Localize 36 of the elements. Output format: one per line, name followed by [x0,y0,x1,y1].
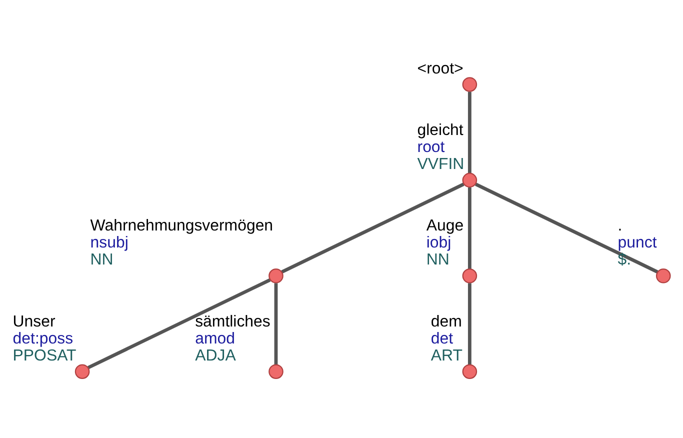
node-label: root [417,138,445,156]
node-circle [656,268,671,283]
connector [468,186,472,268]
node-label: det [430,330,454,347]
node-label: ART [430,346,463,364]
node-label: . [618,217,622,234]
node-label: PPOSAT [12,346,76,364]
node-label: Auge [426,217,464,234]
node-label: sämtliches [195,312,270,330]
node-label: Unser [12,312,56,330]
node-label: NN [90,251,114,268]
node-label: amod [195,330,235,347]
node-label: ADJA [195,346,236,364]
connector [468,282,472,364]
connector [474,182,658,273]
node-circle [74,364,90,379]
node-circle [462,172,478,188]
node-circle [462,268,478,283]
node-label: VVFIN [417,156,464,173]
node-label: dem [430,312,462,330]
node-label: iobj [426,234,452,252]
node-label: <root> [417,60,464,77]
connector [281,182,464,273]
connector [274,282,278,364]
node-label: nsubj [90,234,128,252]
node-label: gleicht [417,121,464,138]
connector [87,278,271,369]
node-label: det:poss [12,330,74,347]
connector [468,91,472,173]
node-circle [268,268,284,283]
node-label: NN [426,251,450,268]
node-label: punct [618,234,657,252]
node-circle [462,76,478,92]
node-circle [462,364,478,379]
node-label: Wahrnehmungsvermögen [90,217,274,234]
node-circle [268,364,284,379]
